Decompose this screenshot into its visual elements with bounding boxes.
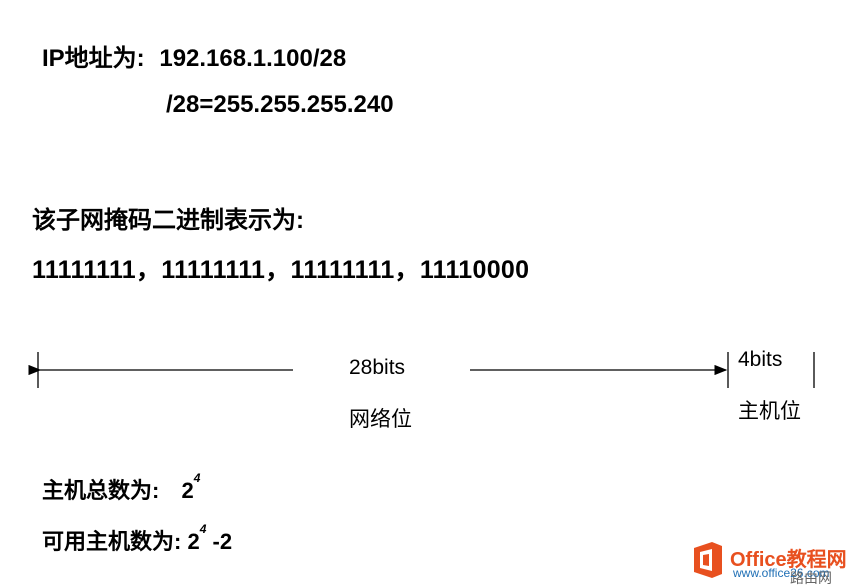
usable-hosts-line: 可用主机数为: 24 -2 [42, 522, 233, 556]
network-portion-label: 网络位 [349, 408, 412, 431]
watermark-brand: Office教程网 [730, 549, 847, 571]
binary-heading: 该子网掩码二进制表示为: [32, 207, 304, 234]
office-logo-icon [690, 540, 726, 580]
usable-hosts-formula: 24 -2 [187, 522, 233, 554]
ip-address-line: IP地址为: 192.168.1.100/28 [42, 38, 346, 73]
host-bits-label: 4bits [738, 348, 783, 371]
network-bits-label: 28bits [349, 356, 406, 379]
watermark-url: www.office26.com [733, 566, 830, 580]
binary-mask-value: 11111111，11111111，11111111，11110000 [32, 256, 530, 284]
watermark-corner: 路由网 [790, 570, 832, 586]
ip-value: 192.168.1.100/28 [159, 45, 347, 72]
subnet-mask-line: /28=255.255.255.240 [166, 91, 394, 118]
host-portion-label: 主机位 [738, 400, 801, 423]
total-hosts-formula: 24 [181, 471, 201, 503]
usable-hosts-label: 可用主机数为: [42, 529, 182, 554]
ip-label: IP地址为: [42, 45, 145, 72]
total-hosts-label: 主机总数为: [42, 478, 160, 503]
total-hosts-line: 主机总数为: 24 [42, 471, 201, 505]
